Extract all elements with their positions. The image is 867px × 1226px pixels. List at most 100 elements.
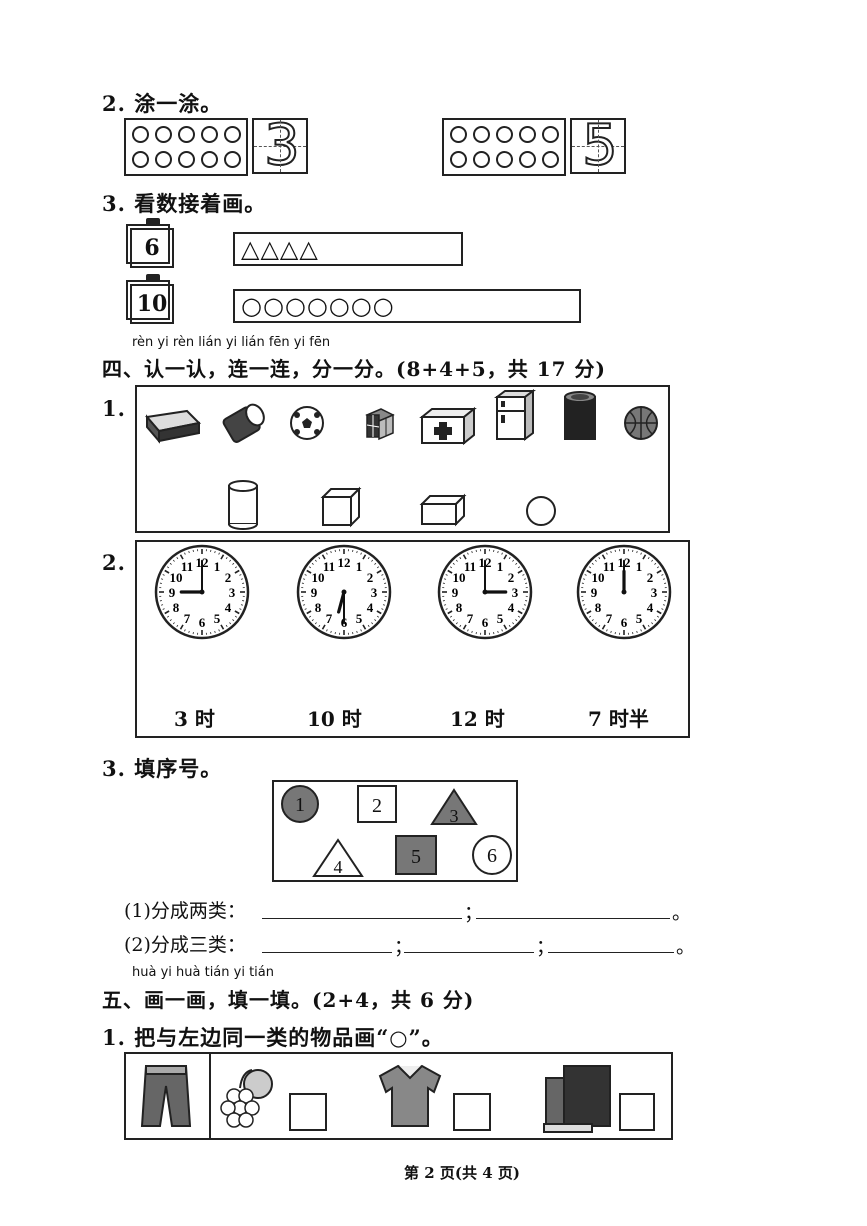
cube-icon bbox=[320, 486, 362, 528]
clock-tick bbox=[656, 610, 662, 615]
clock-tick bbox=[636, 630, 638, 634]
clock-tick bbox=[501, 629, 503, 632]
clock-tick bbox=[522, 574, 525, 576]
clock-tick bbox=[382, 604, 386, 606]
clock-pivot bbox=[199, 589, 205, 595]
clock-tick bbox=[447, 610, 453, 615]
clock-number: 8 bbox=[595, 600, 602, 615]
clock-tick bbox=[651, 622, 654, 625]
clock-tick bbox=[647, 556, 650, 560]
clock-tick bbox=[356, 550, 358, 554]
clock-tick bbox=[376, 566, 380, 569]
blank-two-1[interactable] bbox=[262, 918, 462, 919]
clock-number: 1 bbox=[636, 559, 643, 574]
clock-tick bbox=[471, 630, 473, 634]
clock-tick bbox=[240, 578, 244, 580]
clock-tick bbox=[218, 552, 220, 555]
clock-tick bbox=[214, 630, 216, 634]
clock-tick bbox=[606, 629, 608, 632]
clock-tick bbox=[523, 604, 527, 606]
classify-two-label: (1)分成两类： bbox=[124, 900, 246, 922]
semicolon: ； bbox=[394, 936, 414, 958]
clock-tick bbox=[582, 578, 586, 580]
clock-tick bbox=[302, 604, 306, 606]
clock-pivot bbox=[621, 589, 627, 595]
blank-three-3[interactable] bbox=[548, 952, 674, 953]
clock-number: 6 bbox=[199, 615, 206, 630]
number-box-5: 5 bbox=[570, 113, 626, 179]
cuboid-icon bbox=[419, 493, 467, 527]
blank-two-2[interactable] bbox=[476, 918, 670, 919]
clock-tick bbox=[654, 562, 657, 565]
clock-tick bbox=[321, 554, 326, 560]
clock-tick bbox=[188, 550, 190, 554]
divider bbox=[209, 1052, 211, 1140]
clock-tick bbox=[512, 622, 515, 625]
answer-box-1 bbox=[289, 1093, 327, 1131]
clock-pivot bbox=[341, 589, 347, 595]
clock-tick bbox=[459, 556, 462, 560]
clock-number: 5 bbox=[636, 611, 643, 626]
clock-tick bbox=[594, 622, 597, 625]
clock-tick bbox=[172, 622, 175, 625]
clock-number: 2 bbox=[647, 570, 654, 585]
clock-number: 8 bbox=[173, 600, 180, 615]
shape-6-number: 6 bbox=[487, 845, 497, 867]
clock-tick bbox=[508, 556, 511, 560]
clock-tick bbox=[455, 622, 458, 625]
clock-tick bbox=[330, 550, 332, 554]
answer-box-2 bbox=[453, 1093, 491, 1131]
draw-bar-10[interactable]: ○○○○○○○ bbox=[233, 289, 581, 323]
clock-number: 4 bbox=[367, 600, 374, 615]
tin-can-icon bbox=[564, 391, 596, 440]
clock-number: 8 bbox=[456, 600, 463, 615]
clock-face-4: 121234567891011 bbox=[576, 544, 672, 640]
clock-tick bbox=[601, 624, 606, 630]
clock-tick bbox=[188, 630, 190, 634]
clock-tick bbox=[172, 559, 175, 562]
clock-tick bbox=[371, 559, 374, 562]
clock-face-2: 121234567891011 bbox=[296, 544, 392, 640]
clock-tick bbox=[447, 569, 453, 574]
period: 。 bbox=[676, 936, 696, 958]
clock-number: 9 bbox=[169, 585, 176, 600]
clock-tick bbox=[656, 569, 662, 574]
clock-tick bbox=[586, 610, 592, 615]
clock-number: 11 bbox=[464, 559, 476, 574]
q3-title: 3. 看数接着画。 bbox=[102, 191, 267, 216]
items-drawing bbox=[140, 1064, 655, 1133]
clock-tick bbox=[503, 554, 508, 560]
clock-tick bbox=[462, 624, 467, 630]
clock-number: 3 bbox=[651, 585, 658, 600]
clock-tick bbox=[166, 615, 170, 618]
clock-tick bbox=[302, 578, 306, 580]
clock-tick bbox=[360, 629, 362, 632]
clock-tick bbox=[452, 562, 455, 565]
clock-tick bbox=[586, 569, 592, 574]
clock-tick bbox=[508, 624, 511, 628]
clock-number: 7 bbox=[184, 611, 191, 626]
clock-number: 11 bbox=[603, 559, 615, 574]
clock-number: 12 bbox=[338, 555, 351, 570]
clock-tick bbox=[304, 608, 307, 610]
clock-tick bbox=[232, 562, 235, 565]
s5-q1-title: 1. 把与左边同一类的物品画“○”。 bbox=[102, 1025, 444, 1050]
clock-tick bbox=[591, 619, 594, 622]
sphere-icon bbox=[526, 496, 556, 526]
clock-label-4: 7 时半 bbox=[588, 707, 649, 731]
clock-tick bbox=[376, 610, 382, 615]
s4-q3-title: 3. 填序号。 bbox=[102, 756, 223, 781]
clock-number: 1 bbox=[214, 559, 221, 574]
clock-tick bbox=[656, 566, 660, 569]
clock-tick bbox=[374, 562, 377, 565]
clock-tick bbox=[326, 629, 328, 632]
clock-number: 2 bbox=[508, 570, 515, 585]
clock-tick bbox=[218, 629, 220, 632]
blank-three-1[interactable] bbox=[262, 952, 392, 953]
blank-three-2[interactable] bbox=[404, 952, 534, 953]
objects-panel bbox=[135, 385, 670, 533]
clock-tick bbox=[376, 569, 382, 574]
clock-tick bbox=[647, 624, 650, 628]
draw-bar-6[interactable]: △△△△ bbox=[233, 232, 463, 266]
clock-tick bbox=[517, 615, 521, 618]
